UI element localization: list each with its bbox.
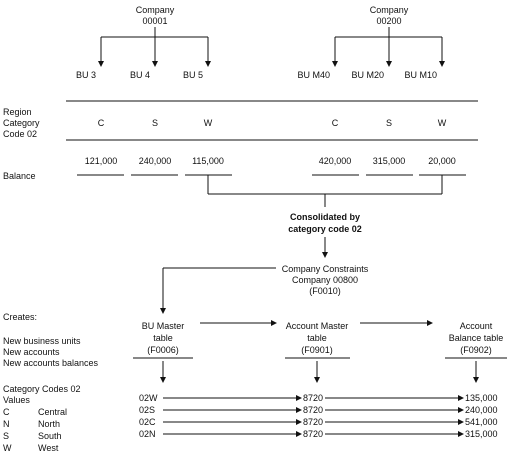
account-balance-down-arrowhead — [473, 377, 479, 383]
creates-item-1: New business units — [3, 336, 81, 346]
consolidated-line-1: Consolidated by — [289, 212, 361, 222]
category-codes-title-line-2: Values — [3, 395, 30, 405]
bu-master-line-1: BU Master — [141, 321, 185, 331]
result-row-1-arrowhead-b — [458, 395, 464, 401]
result-row-2-arrowhead-a — [296, 407, 302, 413]
result-row-4-arrowhead-a — [296, 431, 302, 437]
account-master-line-2: table — [307, 333, 327, 343]
account-balance-line-1: Account — [459, 321, 493, 331]
balance-value-6: 20,000 — [428, 156, 456, 166]
balance-value-2: 240,000 — [138, 156, 172, 166]
category-code-3-name: South — [38, 431, 62, 441]
result-row-1-account: 8720 — [303, 393, 324, 403]
result-row-4-account: 8720 — [303, 429, 324, 439]
account-balance-line-2: Balance table — [448, 333, 504, 343]
bu-4-arrowhead — [152, 61, 158, 67]
account-master-arrowhead — [271, 320, 277, 326]
bu-m20-arrowhead — [386, 61, 392, 67]
result-row-2-arrowhead-b — [458, 407, 464, 413]
category-codes-title-line-1: Category Codes 02 — [3, 384, 81, 394]
category-code-2-letter: N — [3, 419, 10, 429]
category-code-4-letter: W — [3, 443, 12, 453]
constraints-line-1: Company Constraints — [281, 264, 369, 274]
bu-master-down-arrowhead — [160, 377, 166, 383]
company-00001-number: 00001 — [142, 16, 168, 26]
company-00001-label: Company — [135, 5, 175, 15]
creates-title: Creates: — [3, 312, 38, 322]
creates-item-3: New accounts balances — [3, 358, 99, 368]
account-balance-line-3: (F0902) — [460, 345, 492, 355]
account-balance-arrowhead — [427, 320, 433, 326]
constraints-line-2: Company 00800 — [291, 275, 359, 285]
region-code-2: S — [151, 118, 159, 128]
bu-master-line-3: (F0006) — [147, 345, 179, 355]
result-row-4-bu: 02N — [139, 429, 156, 439]
result-row-3-account: 8720 — [303, 417, 324, 427]
region-code-6: W — [437, 118, 447, 128]
bu-5-label: BU 5 — [182, 70, 203, 80]
account-master-down-arrowhead — [314, 377, 320, 383]
bu-m40-label: BU M40 — [297, 70, 330, 80]
category-code-3-letter: S — [3, 431, 10, 441]
bu-m10-label: BU M10 — [404, 70, 437, 80]
region-code-4: C — [331, 118, 339, 128]
result-row-2-account: 8720 — [303, 405, 324, 415]
bu-4-label: BU 4 — [129, 70, 150, 80]
consolidated-arrowhead — [322, 252, 328, 258]
result-row-3-balance: 541,000 — [465, 417, 498, 427]
result-row-3-arrowhead-a — [296, 419, 302, 425]
result-row-2-balance: 240,000 — [465, 405, 498, 415]
balance-label: Balance — [3, 171, 36, 181]
bu-m20-label: BU M20 — [351, 70, 384, 80]
account-master-line-3: (F0901) — [301, 345, 333, 355]
bu-master-arrowhead — [160, 308, 166, 314]
bu-master-line-2: table — [153, 333, 173, 343]
result-row-4-balance: 315,000 — [465, 429, 498, 439]
consolidated-line-2: category code 02 — [288, 224, 362, 234]
bu-3-label: BU 3 — [75, 70, 96, 80]
region-label-line-2: Category — [3, 118, 40, 128]
balance-value-1: 121,000 — [84, 156, 118, 166]
result-row-3-arrowhead-b — [458, 419, 464, 425]
category-code-2-name: North — [38, 419, 61, 429]
bu-m10-arrowhead — [439, 61, 445, 67]
result-row-4-arrowhead-b — [458, 431, 464, 437]
bu-5-arrowhead — [205, 61, 211, 67]
constraints-line-3: (F0010) — [309, 286, 341, 296]
region-label-line-1: Region — [3, 107, 32, 117]
result-row-1-balance: 135,000 — [465, 393, 498, 403]
account-master-line-1: Account Master — [285, 321, 349, 331]
result-row-2-bu: 02S — [139, 405, 156, 415]
balance-value-5: 315,000 — [372, 156, 406, 166]
category-code-4-name: West — [38, 443, 59, 453]
category-code-1-name: Central — [38, 407, 68, 417]
bu-m40-arrowhead — [332, 61, 338, 67]
result-row-1-arrowhead-a — [296, 395, 302, 401]
region-code-1: C — [97, 118, 105, 128]
region-code-5: S — [385, 118, 393, 128]
bu-3-arrowhead — [98, 61, 104, 67]
balance-value-4: 420,000 — [318, 156, 352, 166]
balance-value-3: 115,000 — [192, 156, 224, 166]
company-00200-label: Company — [369, 5, 409, 15]
result-row-1-bu: 02W — [139, 393, 158, 403]
result-row-3-bu: 02C — [139, 417, 156, 427]
region-code-3: W — [203, 118, 213, 128]
creates-item-2: New accounts — [3, 347, 60, 357]
company-00200-number: 00200 — [376, 16, 402, 26]
region-label-line-3: Code 02 — [3, 129, 38, 139]
category-code-1-letter: C — [3, 407, 10, 417]
